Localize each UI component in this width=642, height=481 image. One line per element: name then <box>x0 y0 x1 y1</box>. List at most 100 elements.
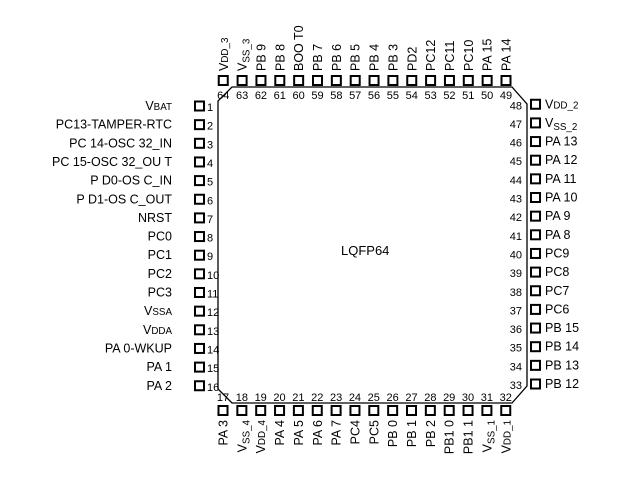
pin-label-sub: SS_2 <box>553 122 577 133</box>
pin-label-main: V <box>235 443 249 452</box>
pin-pad <box>194 305 205 317</box>
pin-label: PA 15 <box>481 39 495 71</box>
pin-label: PA 13 <box>545 135 577 149</box>
pin-pad <box>330 405 342 416</box>
pin-number: 14 <box>207 344 219 356</box>
pin-label: NRST <box>138 211 172 225</box>
pin-number: 36 <box>510 324 522 336</box>
pin-pad <box>530 247 541 259</box>
pin-label: PB 15 <box>545 321 579 335</box>
pin-pad <box>462 405 474 416</box>
pin-pad <box>500 405 512 416</box>
pin-46-pa-13: 46 PA 13 <box>510 135 578 150</box>
pin-pad <box>194 287 205 298</box>
pin-number: 35 <box>510 343 522 355</box>
pin-label: PC10 <box>462 40 476 71</box>
pin-pad <box>530 322 541 334</box>
pin-label-sub: BAT <box>154 102 172 113</box>
pin-label: PB1 0 <box>443 420 457 454</box>
pin-pad <box>530 173 541 185</box>
pin-pad <box>255 405 267 416</box>
pin-number: 25 <box>368 392 380 404</box>
pin-label: PA 0-WKUP <box>105 341 172 355</box>
pin-pad <box>194 156 205 168</box>
pin-number: 60 <box>293 90 305 102</box>
pin-label: VDD_2 <box>545 97 578 111</box>
pin-pad <box>255 75 267 86</box>
pin-label: VSS_3 <box>236 38 253 71</box>
pin-label-sub: DD_1 <box>502 420 513 445</box>
pin-label-sub: SS_3 <box>242 38 253 63</box>
pin-50-pa-15: 50 PA 15 <box>481 39 495 102</box>
pin-label-sub: SS_4 <box>241 419 252 444</box>
pin-label: VSS_2 <box>545 116 577 133</box>
pin-label-main: V <box>254 444 268 453</box>
pin-pad <box>194 193 205 205</box>
pin-number: 30 <box>462 392 474 404</box>
pin-pad <box>530 303 541 315</box>
pin-number: 29 <box>443 392 455 404</box>
pin-label-sub: DDA <box>151 326 172 337</box>
pin-label: PC1 <box>148 248 172 262</box>
pin-number: 50 <box>481 90 493 102</box>
pin-label: VSS_4 <box>235 419 252 452</box>
pin-pad <box>330 75 342 86</box>
pin-pad <box>194 100 205 112</box>
pin-pad <box>274 405 286 416</box>
pin-label: VDDA <box>143 323 172 337</box>
pin-number: 64 <box>217 90 229 102</box>
pin-label: PB 1 <box>405 420 419 447</box>
pin-number: 18 <box>236 392 248 404</box>
pin-label: PB 13 <box>545 358 579 372</box>
pin-number: 32 <box>500 392 512 404</box>
pin-number: 46 <box>510 138 522 150</box>
pin-pad <box>194 361 205 373</box>
pin-pad <box>530 192 541 203</box>
pin-label: PB 12 <box>545 377 579 391</box>
pin-label: PC7 <box>545 284 569 298</box>
pin-label: PC12 <box>424 40 438 71</box>
pin-pad <box>236 405 248 416</box>
pin-label: PA 4 <box>273 420 287 446</box>
pin-pad <box>236 75 248 86</box>
pin-label-sub: DD_2 <box>553 100 578 111</box>
pin-number: 63 <box>236 90 248 102</box>
pin-number: 52 <box>443 90 455 102</box>
pin-pad <box>406 405 417 416</box>
pin-label: PA 9 <box>545 209 571 223</box>
pin-pad <box>530 117 541 129</box>
pin-pad <box>194 231 205 243</box>
pin-label: PA 5 <box>292 420 306 446</box>
pin-label-main: V <box>143 323 152 337</box>
pin-pad <box>406 75 418 86</box>
pin-pad <box>530 98 541 110</box>
pin-label-main: V <box>145 99 154 113</box>
pin-number: 56 <box>368 90 380 102</box>
pin-pad <box>387 75 399 86</box>
pin-label: PC0 <box>148 230 172 244</box>
pin-pad <box>443 75 455 86</box>
pin-number: 59 <box>311 90 323 102</box>
